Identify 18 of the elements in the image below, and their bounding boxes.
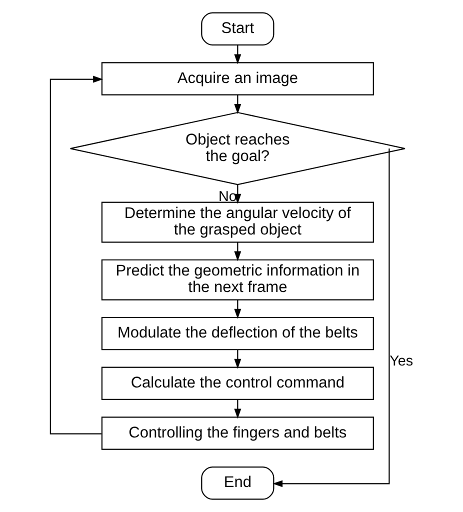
node-box: Calculate the control command (100, 366, 374, 400)
arrow (234, 400, 241, 419)
edge-label: Yes (389, 354, 413, 370)
node-box: Modulate the deflection of the belts (100, 316, 374, 350)
arrow (234, 242, 241, 262)
node-box: Acquire an image (100, 62, 374, 96)
node-box: Start (200, 12, 274, 46)
arrow (234, 45, 241, 64)
node-box: Predict the geometric information in the next frame (100, 259, 374, 300)
node-box: Controlling the fingers and belts (100, 416, 374, 450)
node-diamond: Object reaches the goal? (69, 112, 406, 186)
arrow (234, 94, 241, 114)
arrow (49, 76, 103, 434)
node-box: Determine the angular velocity of the grasped object (100, 202, 374, 243)
arrow (272, 148, 390, 488)
arrow (234, 350, 241, 369)
arrow (234, 300, 241, 319)
node-box: End (200, 466, 274, 500)
